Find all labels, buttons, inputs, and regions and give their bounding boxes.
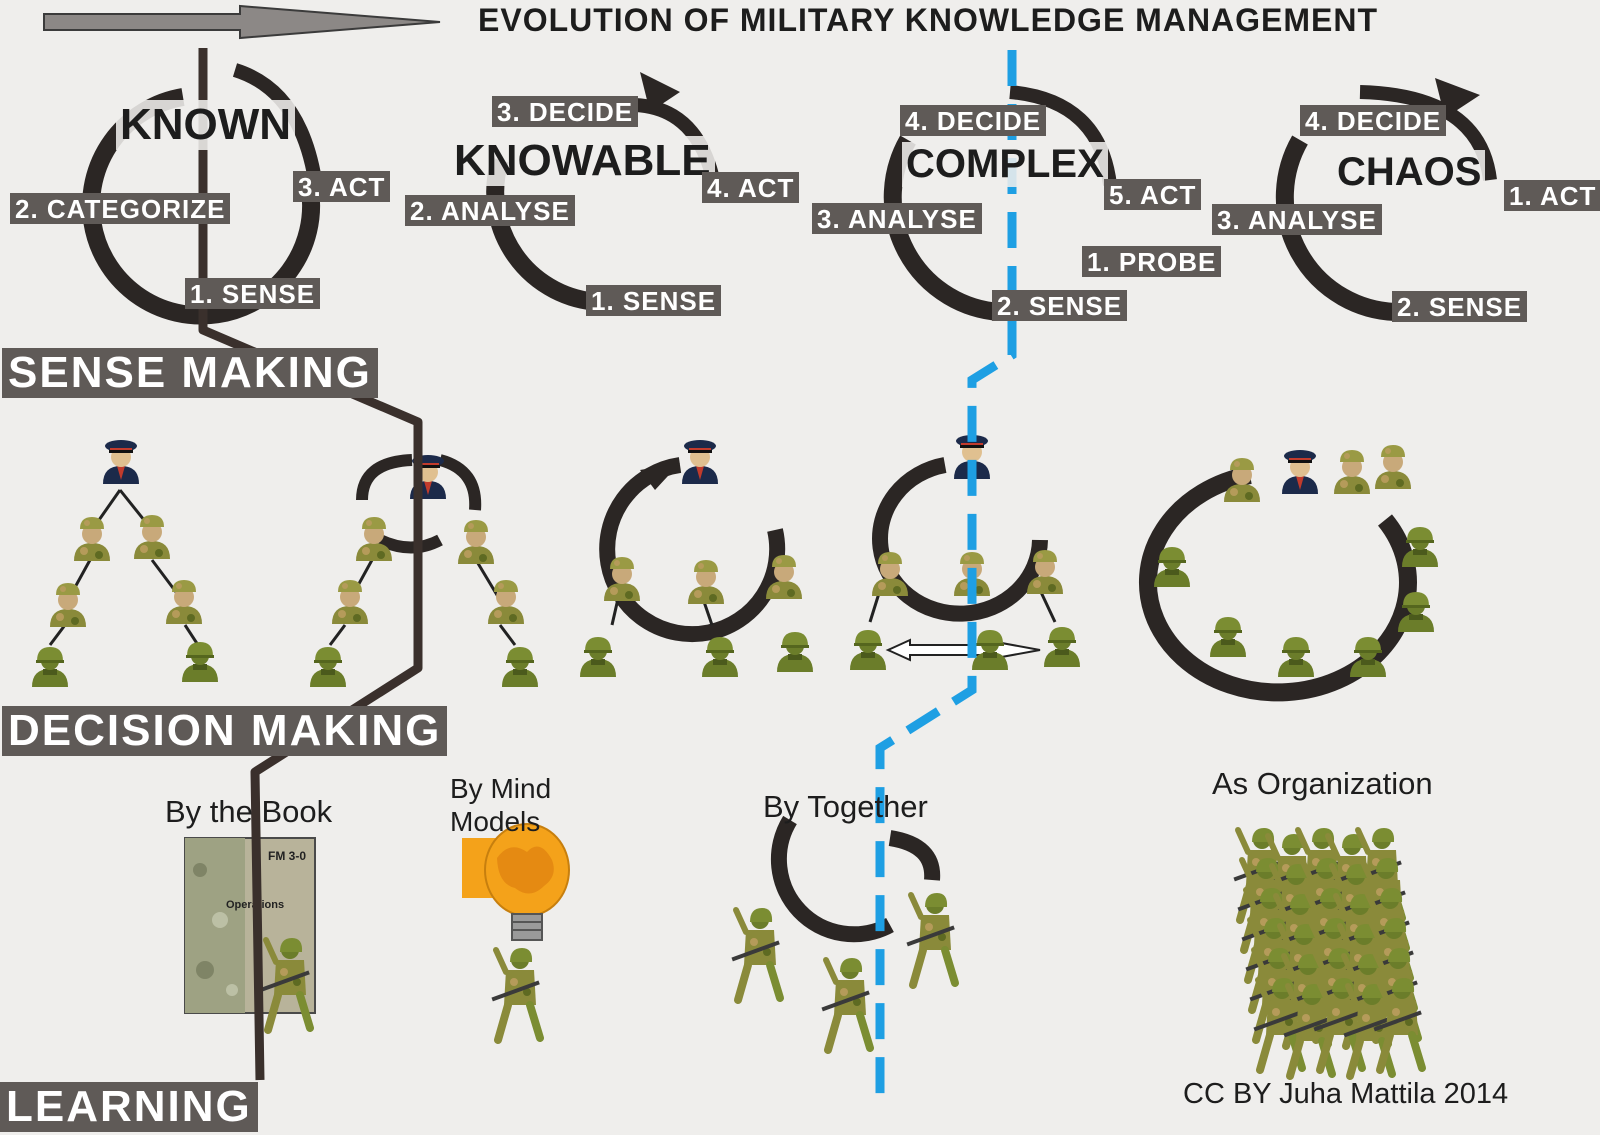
cycle-arc-chaos — [1275, 78, 1497, 321]
hierarchy-chaos-network — [1139, 445, 1438, 702]
hierarchy-complex-network — [850, 435, 1080, 670]
domain-complex: COMPLEX — [902, 142, 1108, 187]
knowable-step-analyse: 2. ANALYSE — [405, 195, 575, 226]
known-step-act: 3. ACT — [293, 171, 391, 202]
known-step-categorize: 2. CATEGORIZE — [10, 193, 231, 224]
domain-chaos: CHAOS — [1333, 150, 1486, 195]
chaos-step-sense: 2. SENSE — [1392, 291, 1528, 322]
domain-knowable: KNOWABLE — [450, 136, 715, 186]
soldier-mind-models — [491, 948, 540, 1040]
knowable-step-sense: 1. SENSE — [586, 285, 722, 316]
soldier-together-3 — [906, 893, 955, 985]
chaos-step-analyse: 3. ANALYSE — [1212, 204, 1382, 235]
hierarchy-complex — [580, 440, 813, 677]
complex-step-act: 5. ACT — [1104, 179, 1202, 210]
together-cycle — [770, 815, 941, 943]
page-title: EVOLUTION OF MILITARY KNOWLEDGE MANAGEME… — [478, 2, 1379, 38]
soldier-together-1 — [731, 908, 780, 1000]
learning-as-organization: As Organization — [1212, 766, 1433, 801]
book-code: FM 3-0 — [268, 849, 306, 863]
hierarchy-known — [32, 440, 218, 687]
learning-by-together: By Together — [763, 789, 928, 824]
timeline-arrow — [43, 4, 441, 40]
band-learning: LEARNING — [0, 1082, 258, 1132]
soldier-together-2 — [821, 958, 870, 1050]
complex-step-decide: 4. DECIDE — [900, 105, 1047, 136]
hierarchy-knowable — [310, 454, 538, 687]
knowable-step-act: 4. ACT — [702, 172, 800, 203]
knowable-step-decide: 3. DECIDE — [492, 96, 639, 127]
learning-by-the-book: By the Book — [165, 794, 333, 829]
chaos-step-act: 1. ACT — [1504, 180, 1600, 211]
brain-lightbulb — [462, 823, 570, 941]
credit-line: CC BY Juha Mattila 2014 — [1183, 1078, 1509, 1110]
chaos-step-decide: 4. DECIDE — [1300, 105, 1447, 136]
complex-step-analyse: 3. ANALYSE — [812, 203, 982, 234]
evolution-boundary-dashed — [875, 50, 1017, 1110]
learning-by-mind-models: By Mind Models — [450, 773, 552, 837]
domain-known: KNOWN — [116, 100, 296, 150]
complex-step-sense: 2. SENSE — [992, 290, 1128, 321]
soldier-formation — [1233, 828, 1422, 1076]
band-decision-making: DECISION MAKING — [2, 706, 448, 756]
complex-step-probe: 1. PROBE — [1082, 246, 1222, 277]
known-step-sense: 1. SENSE — [185, 278, 321, 309]
band-sense-making: SENSE MAKING — [2, 348, 378, 398]
